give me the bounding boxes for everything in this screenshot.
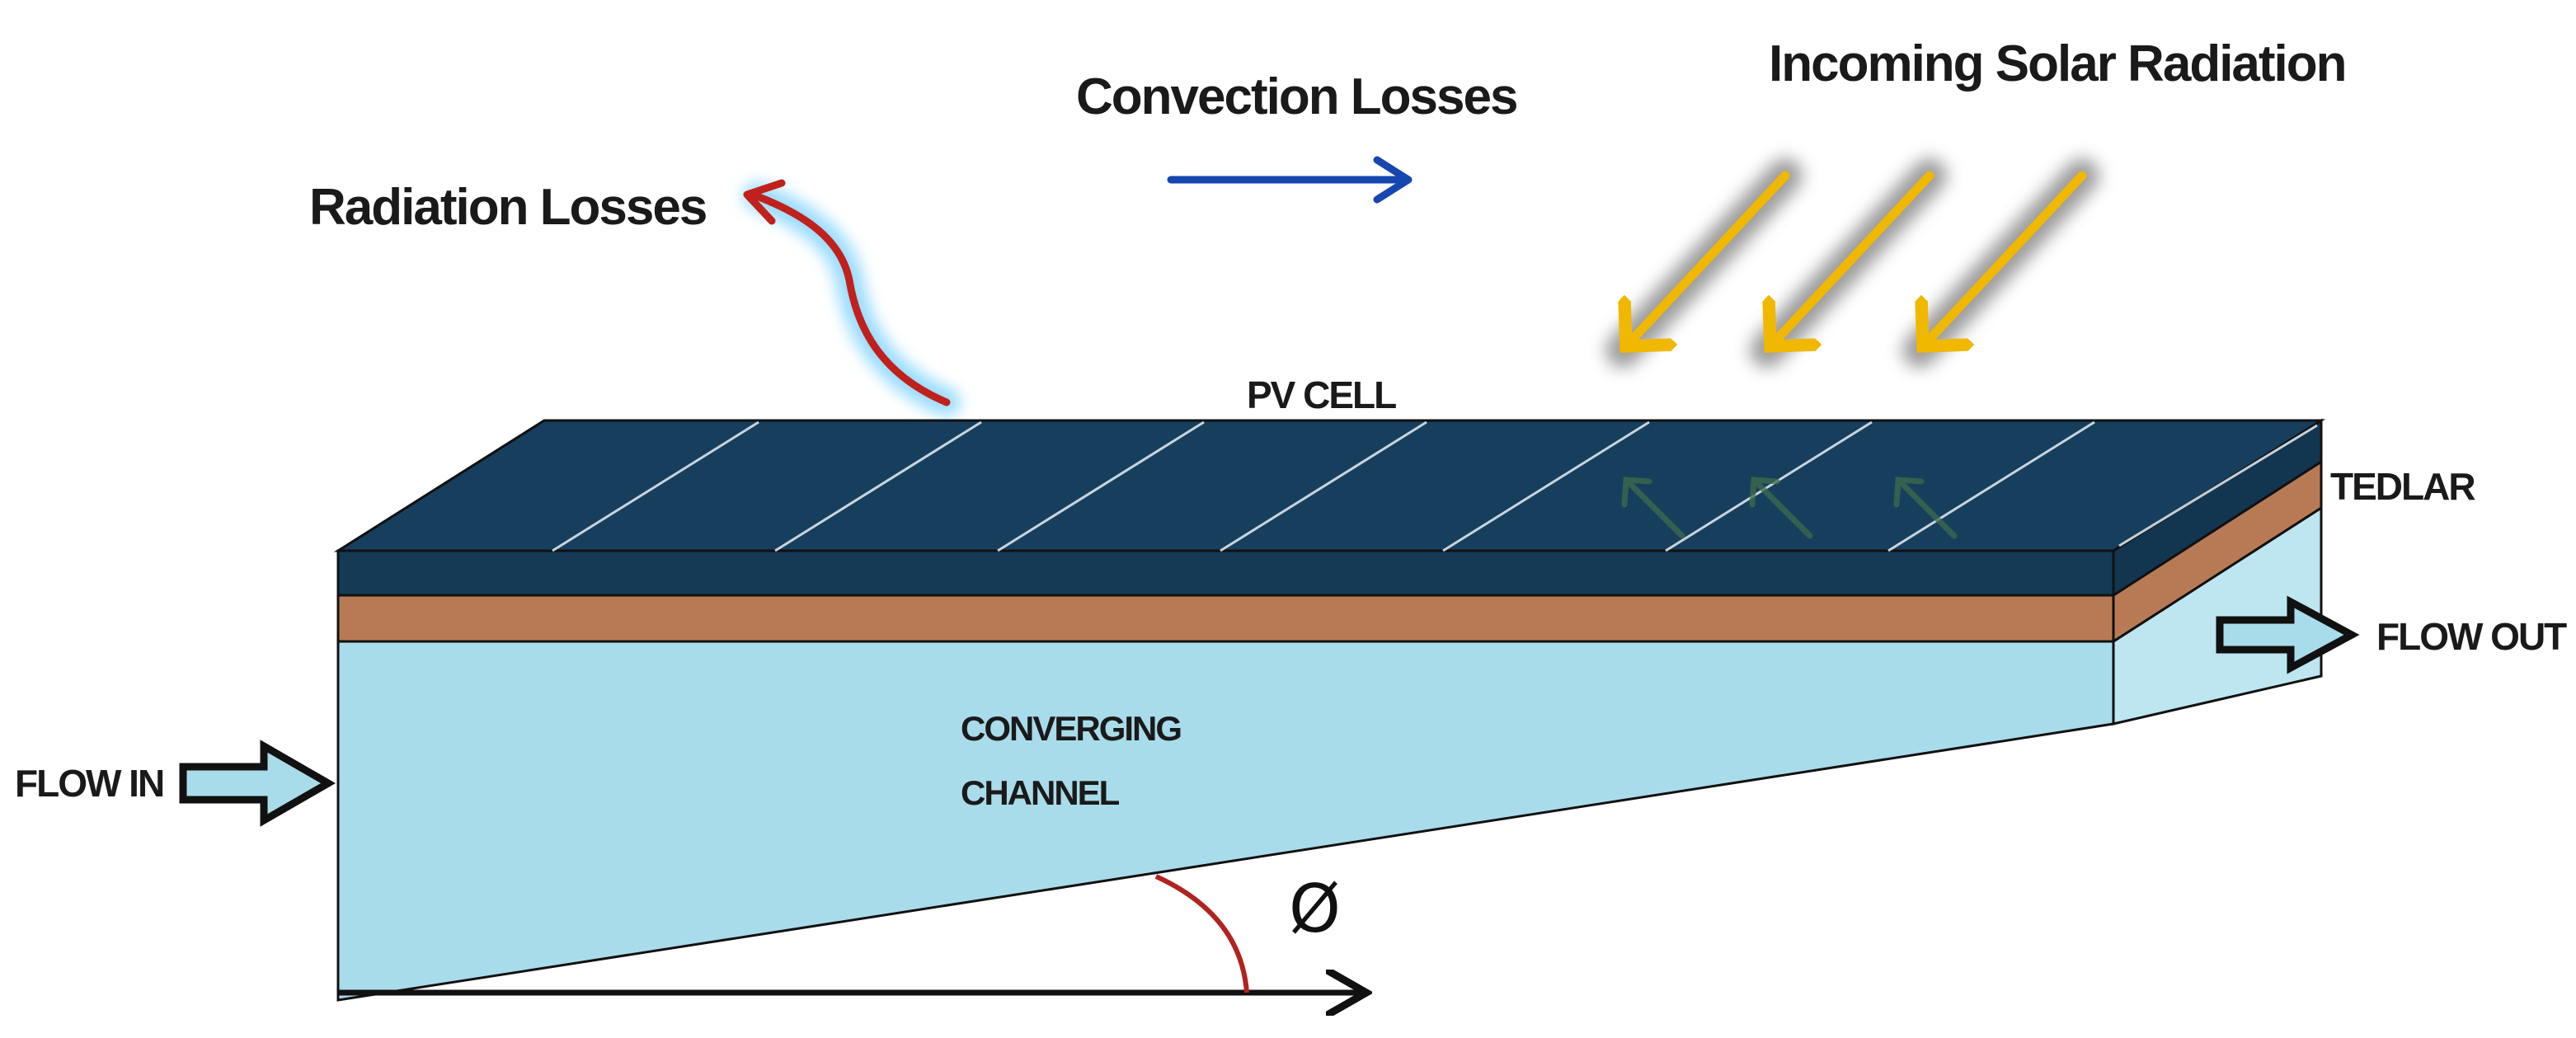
solar-arrow-1 <box>1626 171 1790 346</box>
radiation-losses-label: Radiation Losses <box>309 179 706 236</box>
pv-cell-label: PV CELL <box>1247 373 1396 416</box>
angle-indicator <box>338 874 1361 993</box>
flow-in-arrow <box>179 740 336 827</box>
convection-arrow <box>1157 156 1416 204</box>
converging-label: CONVERGING <box>961 709 1181 748</box>
convection-losses-label: Convection Losses <box>1076 68 1516 125</box>
radiation-arrow <box>743 179 961 416</box>
tedlar-label: TEDLAR <box>2330 465 2475 508</box>
solar-arrow-3 <box>1923 171 2087 346</box>
converging-channel <box>336 640 2115 1002</box>
flow-out-arrow <box>2216 595 2360 674</box>
flow-in-label: FLOW IN <box>15 762 163 805</box>
angle-arc <box>1154 874 1249 993</box>
incoming-solar-radiation-label: Incoming Solar Radiation <box>1769 35 2346 92</box>
pv-cell-grid-lines <box>552 420 2318 552</box>
channel-label: CHANNEL <box>961 773 1120 812</box>
solar-radiation-arrows <box>1605 158 2099 368</box>
solar-arrow-2 <box>1770 171 1934 346</box>
tedlar-layer <box>336 594 2115 643</box>
angle-phi-label: Ø <box>1289 871 1341 947</box>
pv-cell-front <box>336 549 2115 597</box>
reflected-arrows <box>1621 477 1958 539</box>
pv-cell-top <box>333 419 2326 552</box>
flow-out-label: FLOW OUT <box>2376 615 2567 658</box>
